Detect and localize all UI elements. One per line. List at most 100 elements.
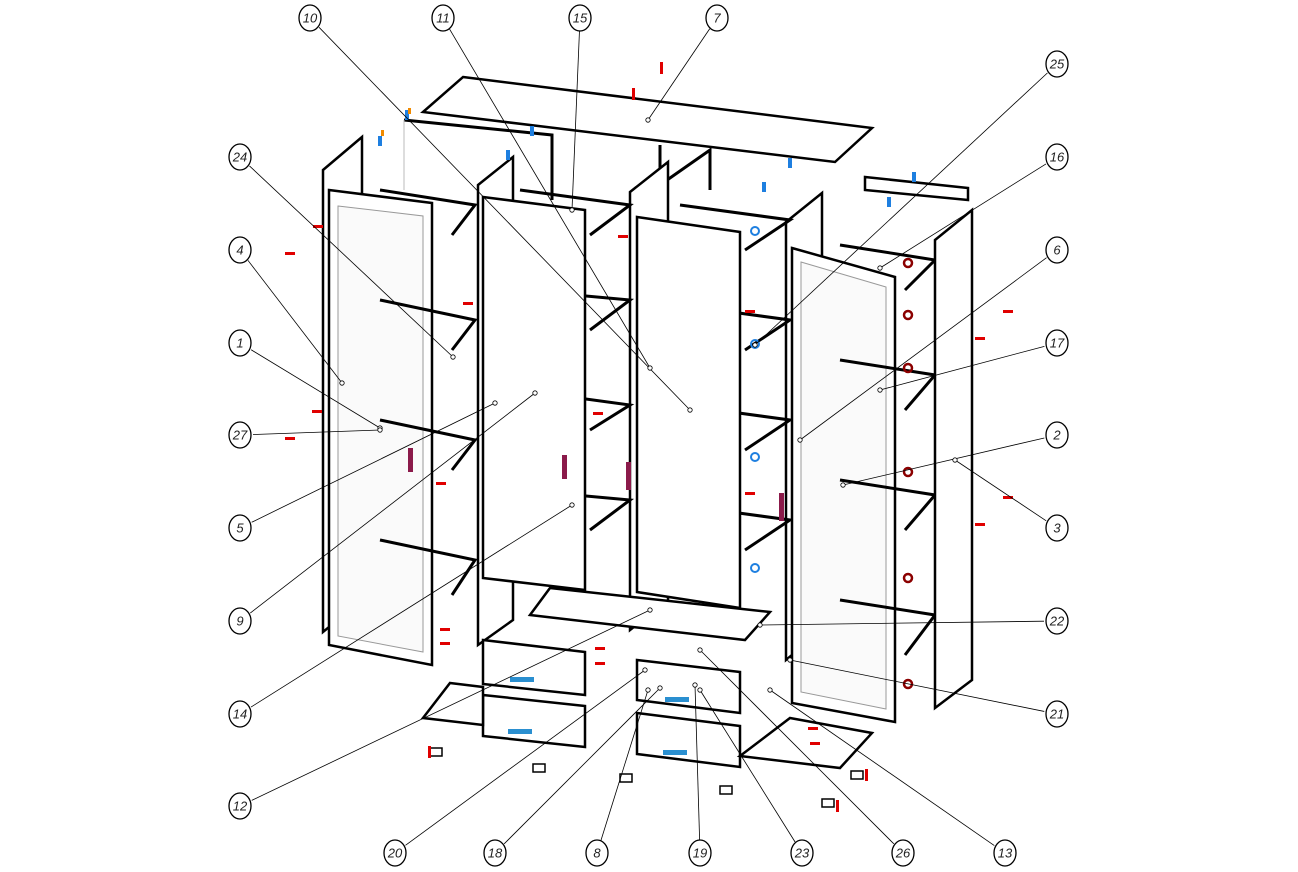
- callout-17: 17: [877, 329, 1069, 393]
- leader-line: [789, 659, 1045, 712]
- leader-line: [250, 504, 573, 708]
- callout-27: 27: [228, 421, 383, 449]
- callout-number: 24: [232, 150, 247, 165]
- callout-9: 9: [228, 390, 538, 635]
- leader-line: [699, 649, 895, 845]
- callout-circle: [228, 329, 252, 357]
- door-handle: [779, 493, 784, 521]
- leader-dot: [697, 647, 703, 653]
- leader-dot: [645, 687, 651, 693]
- callout-number: 16: [1050, 150, 1065, 165]
- leader-line: [600, 689, 649, 841]
- feet: [429, 747, 864, 808]
- drawers: [481, 638, 742, 769]
- callout-number: 7: [713, 11, 721, 26]
- callout-8: 8: [585, 687, 651, 867]
- leader-dot: [569, 502, 575, 508]
- callout-number: 12: [233, 799, 248, 814]
- leader-dot: [840, 482, 846, 488]
- leader-line: [799, 257, 1047, 441]
- leader-dot: [767, 687, 773, 693]
- callout-circle: [228, 792, 252, 820]
- leader-line: [251, 402, 496, 523]
- callout-12: 12: [228, 607, 653, 820]
- leader-line: [405, 669, 646, 846]
- leader-line: [249, 165, 454, 358]
- callout-15: 15: [568, 4, 592, 213]
- callout-25: 25: [752, 50, 1069, 348]
- leader-dot: [642, 667, 648, 673]
- leader-dot: [752, 342, 758, 348]
- callout-number: 1: [236, 336, 243, 351]
- callout-24: 24: [228, 143, 456, 360]
- callout-circle: [585, 839, 609, 867]
- carcass-back: [403, 118, 554, 200]
- callout-number: 23: [794, 846, 810, 861]
- leader-dot: [492, 400, 498, 406]
- leader-dot: [450, 354, 456, 360]
- callout-10: 10: [298, 4, 693, 413]
- callout-number: 13: [998, 846, 1013, 861]
- callout-circle: [228, 236, 252, 264]
- dowels: [285, 62, 1013, 812]
- callout-number: 14: [233, 707, 247, 722]
- callout-2: 2: [840, 421, 1069, 488]
- carcass-back: [658, 145, 712, 190]
- callout-number: 5: [236, 521, 244, 536]
- left-shelves: [379, 188, 478, 596]
- door-handle: [408, 448, 413, 472]
- callout-4: 4: [228, 236, 345, 386]
- callout-7: 7: [645, 4, 729, 123]
- door-handle: [626, 462, 631, 490]
- callout-20: 20: [383, 667, 648, 867]
- leader-line: [318, 27, 691, 411]
- callout-number: 20: [387, 846, 403, 861]
- leader-line: [251, 609, 651, 801]
- hinges: [902, 257, 914, 690]
- leader-line: [759, 620, 1045, 626]
- leader-line: [250, 392, 536, 614]
- callout-number: 26: [895, 846, 911, 861]
- leader-dot: [787, 657, 793, 663]
- callout-circle: [568, 4, 592, 32]
- callout-number: 27: [232, 428, 248, 443]
- callout-circle: [1045, 143, 1069, 171]
- callout-number: 2: [1052, 428, 1061, 443]
- leader-line: [503, 687, 661, 845]
- bottom-panel-right: [736, 716, 875, 770]
- door-handle: [562, 455, 567, 479]
- callout-circle: [1045, 50, 1069, 78]
- callout-circle: [1045, 514, 1069, 542]
- leader-line: [250, 349, 381, 429]
- callout-3: 3: [952, 457, 1069, 542]
- lower-shelf: [527, 586, 773, 642]
- leader-line: [647, 28, 711, 121]
- leader-dot: [687, 407, 693, 413]
- callout-14: 14: [228, 502, 575, 728]
- callout-number: 19: [693, 846, 707, 861]
- leader-dot: [339, 380, 345, 386]
- callout-13: 13: [767, 687, 1017, 867]
- callout-number: 4: [236, 243, 243, 258]
- leader-line: [247, 260, 343, 384]
- leader-dot: [647, 607, 653, 613]
- callout-22: 22: [757, 607, 1069, 635]
- callout-11: 11: [431, 4, 653, 371]
- callout-circle: [1045, 329, 1069, 357]
- callout-circle: [228, 143, 252, 171]
- leader-dot: [692, 682, 698, 688]
- callout-circle: [891, 839, 915, 867]
- callout-number: 17: [1050, 336, 1065, 351]
- callout-circle: [790, 839, 814, 867]
- leader-line: [449, 28, 651, 369]
- callout-number: 8: [593, 846, 601, 861]
- callout-circle: [483, 839, 507, 867]
- callout-circle: [1045, 700, 1069, 728]
- callout-circle: [228, 421, 252, 449]
- leader-dot: [532, 390, 538, 396]
- callout-6: 6: [797, 236, 1069, 443]
- callout-number: 22: [1049, 614, 1065, 629]
- right-top-panel: [863, 175, 970, 202]
- callout-number: 25: [1049, 57, 1065, 72]
